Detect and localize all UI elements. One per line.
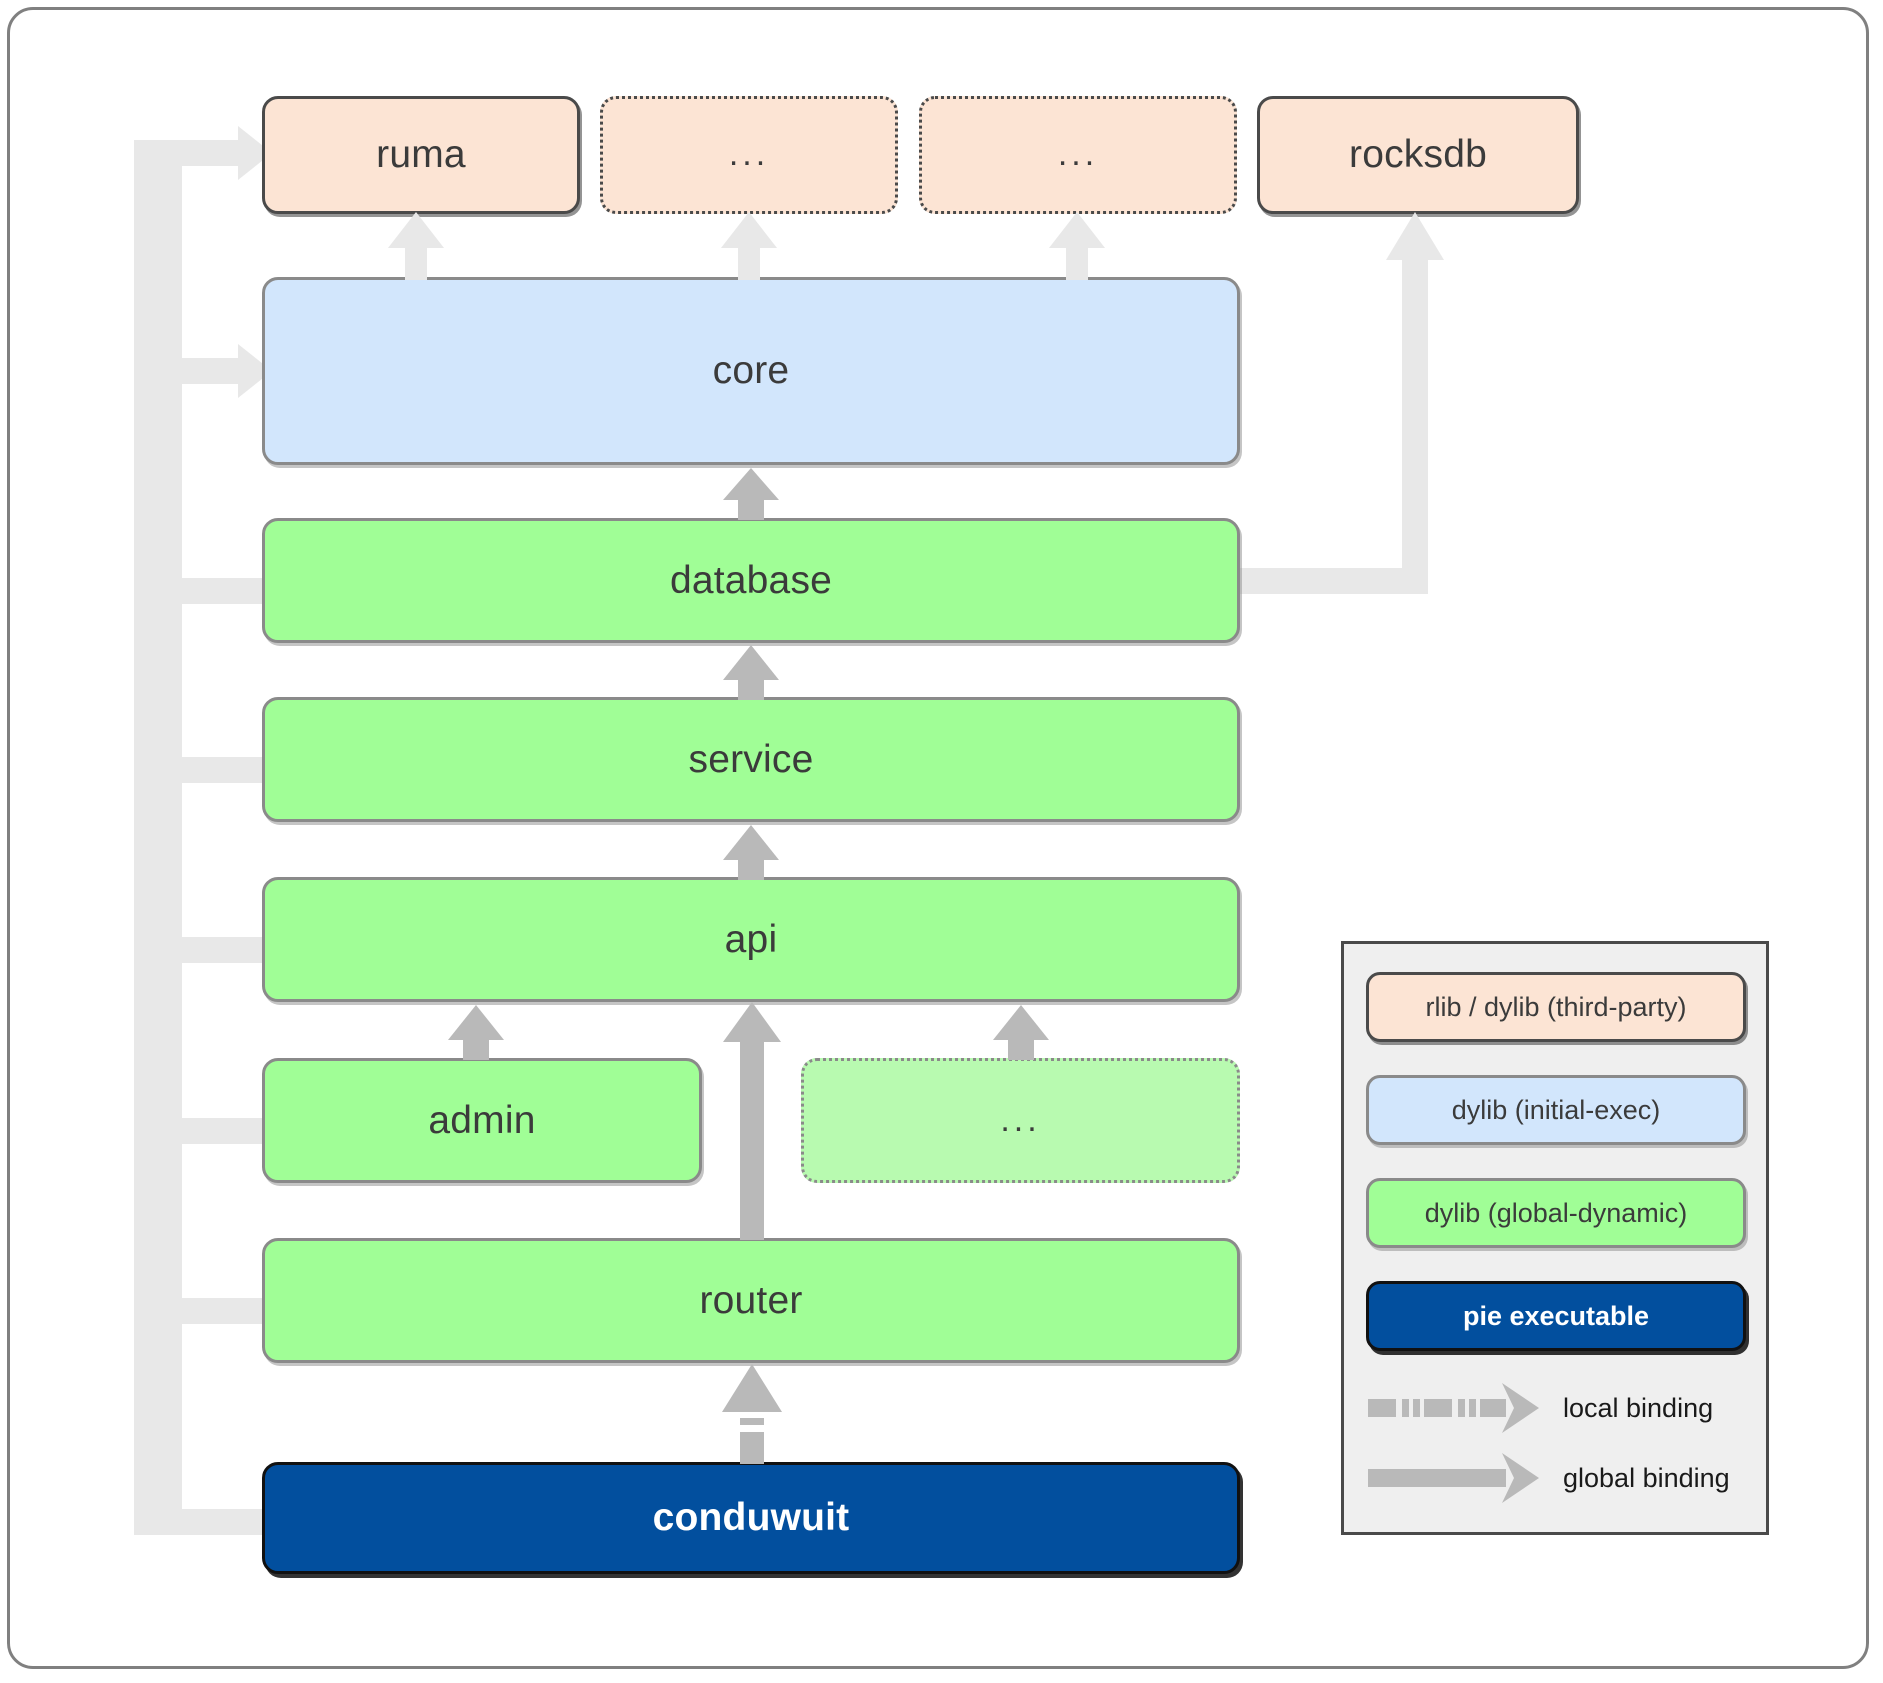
- legend-item-third-party: rlib / dylib (third-party): [1366, 972, 1746, 1042]
- legend-label: pie executable: [1462, 1300, 1650, 1331]
- legend-row-local-binding: local binding: [1366, 1380, 1756, 1436]
- node-rocksdb[interactable]: rocksdb: [1257, 96, 1579, 214]
- node-api[interactable]: api: [262, 877, 1240, 1002]
- node-label: api: [724, 917, 778, 961]
- node-label: ruma: [376, 133, 466, 176]
- node-top-placeholder-1[interactable]: ...: [600, 96, 898, 214]
- node-database[interactable]: database: [262, 518, 1240, 643]
- node-label: ...: [728, 135, 770, 174]
- node-label: ...: [1057, 135, 1099, 174]
- node-label: service: [688, 737, 814, 781]
- legend-item-initial-exec: dylib (initial-exec): [1366, 1075, 1746, 1145]
- node-label: router: [699, 1278, 803, 1322]
- node-top-placeholder-2[interactable]: ...: [919, 96, 1237, 214]
- node-router[interactable]: router: [262, 1238, 1240, 1363]
- node-label: core: [712, 349, 790, 392]
- node-admin[interactable]: admin: [262, 1058, 702, 1183]
- node-core[interactable]: core: [262, 277, 1240, 465]
- node-label: database: [669, 558, 833, 602]
- legend-item-pie-executable: pie executable: [1366, 1281, 1746, 1351]
- legend-panel: rlib / dylib (third-party) dylib (initia…: [1341, 941, 1769, 1535]
- legend-label: rlib / dylib (third-party): [1425, 991, 1687, 1022]
- legend-label: global binding: [1563, 1462, 1730, 1493]
- node-service[interactable]: service: [262, 697, 1240, 822]
- legend-label: local binding: [1563, 1392, 1714, 1423]
- node-label: rocksdb: [1349, 133, 1487, 176]
- legend-row-global-binding: global binding: [1366, 1450, 1756, 1506]
- node-label: ...: [1000, 1100, 1041, 1139]
- legend-label: dylib (global-dynamic): [1424, 1197, 1688, 1228]
- node-label: admin: [428, 1098, 536, 1142]
- legend-item-global-dynamic: dylib (global-dynamic): [1366, 1178, 1746, 1248]
- node-label: conduwuit: [652, 1496, 850, 1539]
- solid-arrow-icon: [1368, 1453, 1539, 1503]
- node-mid-placeholder[interactable]: ...: [801, 1058, 1240, 1183]
- dashed-arrow-icon: [1368, 1383, 1539, 1433]
- node-conduwuit[interactable]: conduwuit: [262, 1462, 1240, 1574]
- node-ruma[interactable]: ruma: [262, 96, 580, 214]
- legend-label: dylib (initial-exec): [1451, 1094, 1661, 1125]
